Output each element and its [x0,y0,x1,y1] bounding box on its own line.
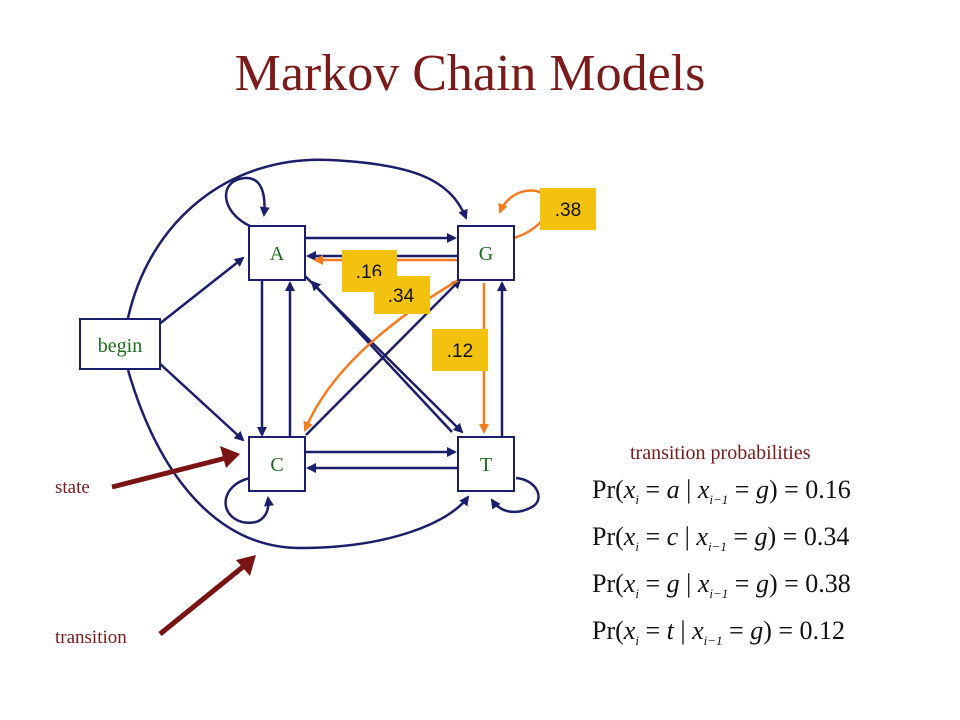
edge-begin-to-g [126,158,468,319]
prob-label-g-to-t: .12 [432,329,488,371]
prob-label-g-to-g: .38 [540,188,596,230]
edge-begin-to-t [126,369,470,550]
eq-0-target: a [666,475,680,504]
eq-2-given: g [755,569,769,598]
prob-label-g-to-c: .34 [374,276,430,314]
eq-3-target: t [666,616,674,645]
eq-2-target: g [666,569,680,598]
node-begin: begin [79,318,161,370]
callout-state-label: state [55,477,90,498]
callout-transition: transition [55,555,256,648]
node-c-label: C [270,454,283,476]
edge-self-c [224,476,274,525]
callout-transition-label: transition [55,627,127,648]
node-a-label: A [270,243,285,265]
node-begin-label: begin [98,335,142,357]
edge-g-to-c-orange [303,276,463,432]
node-g-label: G [479,243,493,265]
prob-g-to-g-text: .38 [555,200,581,221]
prob-g-to-t-text: .12 [447,341,473,362]
eq-1-value: 0.34 [803,522,850,551]
edge-begin-to-c [157,361,245,442]
eq-3-value: 0.12 [799,616,846,645]
equation-g-to-t: Pr(xi = t | xi−1 = g) = 0.12 [592,616,846,649]
eq-2-value: 0.38 [805,569,851,598]
prob-g-to-c-text: .34 [388,286,415,307]
transition-probabilities-heading: transition probabilities [630,442,811,464]
node-c: C [248,436,306,492]
eq-0-given: g [755,475,769,504]
callout-state: state [55,446,240,498]
node-t-label: T [480,454,492,476]
edge-self-t [490,476,540,514]
equation-g-to-a: Pr(xi = a | xi−1 = g) = 0.16 [592,475,851,508]
node-t: T [457,436,515,492]
edge-begin-to-a [157,256,245,326]
slide-title: Markov Chain Models [234,45,706,102]
equation-g-to-c: Pr(xi = c | xi−1 = g) = 0.34 [592,522,850,555]
edge-c-to-g [305,278,462,436]
node-g: G [457,225,515,281]
eq-1-target: c [666,522,679,551]
eq-1-given: g [754,522,768,551]
eq-0-value: 0.16 [805,475,851,504]
node-a: A [248,225,306,281]
eq-3-given: g [750,616,764,645]
edge-self-a [224,176,270,228]
navy-edges [126,158,540,550]
equation-g-to-g: Pr(xi = g | xi−1 = g) = 0.38 [592,569,851,602]
